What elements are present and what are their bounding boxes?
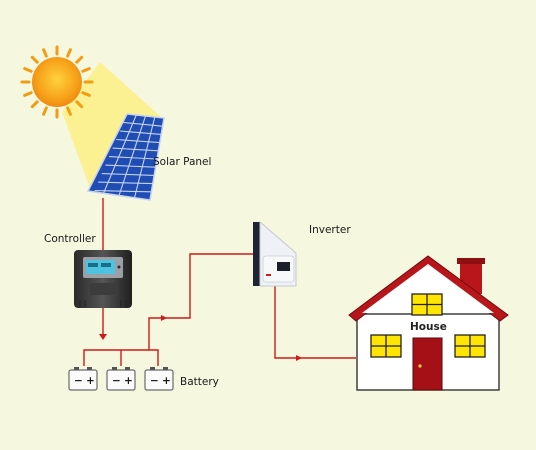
- svg-text:−: −: [150, 375, 159, 387]
- window-icon: [370, 334, 402, 358]
- svg-text:+: +: [124, 375, 133, 387]
- door-icon: [412, 337, 443, 391]
- controller-label: Controller: [44, 233, 96, 245]
- battery-icon: − +: [106, 367, 136, 391]
- controller-icon: [74, 250, 132, 308]
- wiring: [83, 198, 356, 366]
- solar-panel-label: Solar Panel: [153, 156, 211, 168]
- sun-icon: [20, 45, 94, 119]
- window-icon: [411, 293, 443, 316]
- svg-text:−: −: [74, 375, 83, 387]
- svg-text:+: +: [162, 375, 171, 387]
- battery-label: Battery: [180, 376, 219, 388]
- battery-icon: − +: [144, 367, 174, 391]
- house-icon: [348, 255, 509, 391]
- svg-text:−: −: [112, 375, 121, 387]
- inverter-label: Inverter: [309, 224, 351, 236]
- svg-text:+: +: [86, 375, 95, 387]
- solar-panel-icon: [86, 113, 165, 201]
- inverter-icon: [253, 220, 297, 287]
- battery-bank: − + − + − +: [68, 367, 174, 391]
- house-label: House: [410, 321, 447, 333]
- battery-icon: − +: [68, 367, 98, 391]
- window-icon: [454, 334, 486, 358]
